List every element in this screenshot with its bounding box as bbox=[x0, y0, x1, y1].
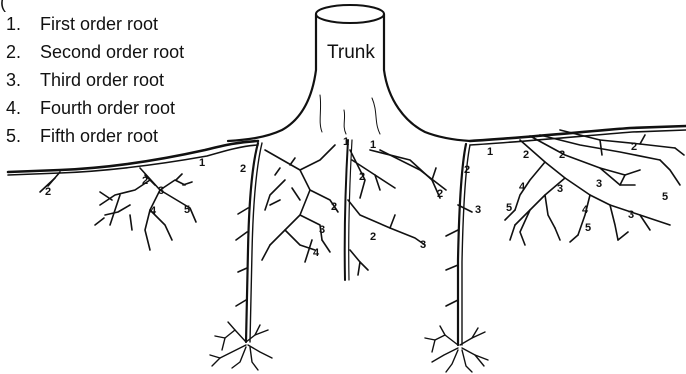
root-order-label: 1 bbox=[343, 136, 349, 148]
root-order-label: 1 bbox=[487, 146, 493, 158]
root-order-label: 4 bbox=[519, 181, 526, 193]
legend-number: 5. bbox=[6, 126, 21, 146]
root-order-label: 3 bbox=[420, 239, 426, 251]
root-order-label: 3 bbox=[557, 183, 563, 195]
header-fragment: ( bbox=[0, 0, 6, 13]
legend-label: Second order root bbox=[40, 42, 184, 62]
root-order-label: 2 bbox=[437, 188, 443, 200]
legend-number: 4. bbox=[6, 98, 21, 118]
root-order-label: 1 bbox=[370, 139, 376, 151]
root-order-label: 2 bbox=[370, 231, 376, 243]
root-order-label: 1 bbox=[199, 157, 205, 169]
trunk bbox=[228, 5, 470, 141]
legend-number: 1. bbox=[6, 14, 21, 34]
legend-label: Third order root bbox=[40, 70, 164, 90]
root-order-label: 2 bbox=[631, 141, 637, 153]
root-order-label: 2 bbox=[559, 149, 565, 161]
root-order-label: 5 bbox=[662, 191, 668, 203]
root-order-label: 2 bbox=[359, 171, 365, 183]
root-order-label: 2 bbox=[331, 201, 337, 213]
root-order-label: 2 bbox=[523, 149, 529, 161]
legend-number: 2. bbox=[6, 42, 21, 62]
legend-label: Fifth order root bbox=[40, 126, 158, 146]
root-order-label: 2 bbox=[240, 163, 246, 175]
legend-label: Fourth order root bbox=[40, 98, 175, 118]
fine-root-tufts bbox=[210, 322, 488, 372]
root-order-label: 4 bbox=[313, 247, 320, 259]
legend-label: First order root bbox=[40, 14, 158, 34]
root-order-label: 3 bbox=[628, 209, 634, 221]
root-order-label: 2 bbox=[45, 186, 51, 198]
trunk-label: Trunk bbox=[327, 42, 375, 64]
root-order-label: 5 bbox=[184, 204, 190, 216]
sinker-roots bbox=[246, 140, 470, 345]
root-order-label: 4 bbox=[150, 205, 157, 217]
branch-roots bbox=[40, 130, 684, 306]
root-order-label: 3 bbox=[596, 178, 602, 190]
root-order-label: 2 bbox=[464, 164, 470, 176]
root-order-label: 3 bbox=[319, 224, 325, 236]
legend-number: 3. bbox=[6, 70, 21, 90]
root-order-label: 3 bbox=[158, 185, 164, 197]
root-order-label: 2 bbox=[142, 175, 148, 187]
root-order-label: 5 bbox=[506, 202, 512, 214]
root-order-label: 4 bbox=[582, 204, 589, 216]
root-order-label: 5 bbox=[585, 222, 591, 234]
root-order-label: 3 bbox=[475, 204, 481, 216]
